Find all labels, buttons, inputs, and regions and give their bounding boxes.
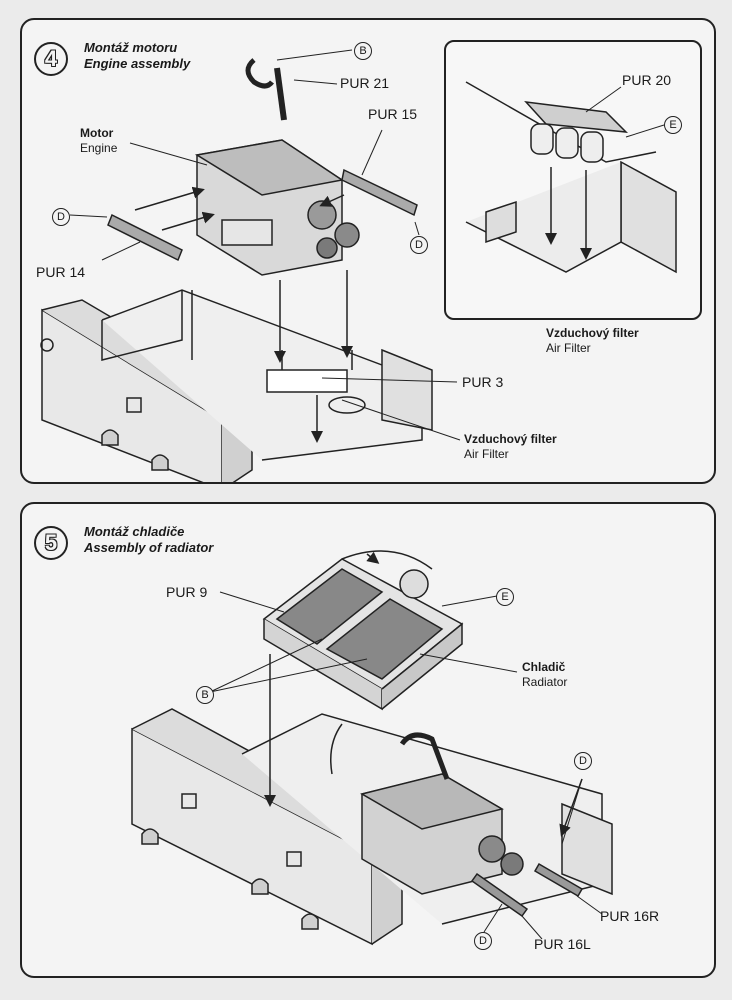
inset-filter-cz: Vzduchový filter	[546, 326, 639, 340]
air-filter-inset: PUR 20 E Vzduchový filter Air Filter	[444, 40, 702, 355]
marker-d-bottom-step5: D	[474, 932, 492, 950]
step-5-number: 5	[34, 526, 68, 560]
step-5-panel: 5 Montáž chladiče Assembly of radiator P…	[20, 502, 716, 978]
label-pur3: PUR 3	[462, 374, 504, 390]
air-filter-inset-drawing	[465, 81, 677, 274]
marker-e-step5: E	[496, 588, 514, 606]
step-4-title-en: Engine assembly	[84, 56, 191, 71]
label-pur21: PUR 21	[340, 75, 390, 91]
marker-d-right-step4: D	[410, 236, 428, 254]
label-filter-en: Air Filter	[464, 447, 509, 461]
engine-assembly-drawing	[40, 49, 461, 482]
step-5-title: Montáž chladiče Assembly of radiator	[84, 524, 213, 556]
step-4-number: 4	[34, 42, 68, 76]
step-5-title-en: Assembly of radiator	[84, 540, 214, 555]
label-pur9: PUR 9	[166, 584, 208, 600]
label-pur14: PUR 14	[36, 264, 86, 280]
label-radiator-en: Radiator	[522, 675, 568, 689]
marker-d-top-step5: D	[574, 752, 592, 770]
marker-e-step4: E	[664, 116, 682, 134]
step-5-title-cz: Montáž chladiče	[84, 524, 185, 539]
marker-d-left-step4: D	[52, 208, 70, 226]
label-motor-cz: Motor	[80, 126, 114, 140]
label-motor-en: Engine	[80, 141, 118, 155]
label-filter-cz: Vzduchový filter	[464, 432, 557, 446]
label-radiator-cz: Chladič	[522, 660, 566, 674]
label-pur15: PUR 15	[368, 106, 418, 122]
radiator-assembly-drawing	[131, 550, 613, 946]
inset-filter-en: Air Filter	[546, 341, 591, 355]
label-pur20: PUR 20	[622, 72, 672, 88]
label-pur16l: PUR 16L	[534, 936, 591, 952]
step-4-panel: 4 Montáž motoru Engine assembly B PUR 21…	[20, 18, 716, 484]
marker-b-step4: B	[354, 42, 372, 60]
label-pur16r: PUR 16R	[600, 908, 660, 924]
step-4-title-cz: Montáž motoru	[84, 40, 178, 55]
step-4-title: Montáž motoru Engine assembly	[84, 40, 190, 72]
marker-b-step5: B	[196, 686, 214, 704]
